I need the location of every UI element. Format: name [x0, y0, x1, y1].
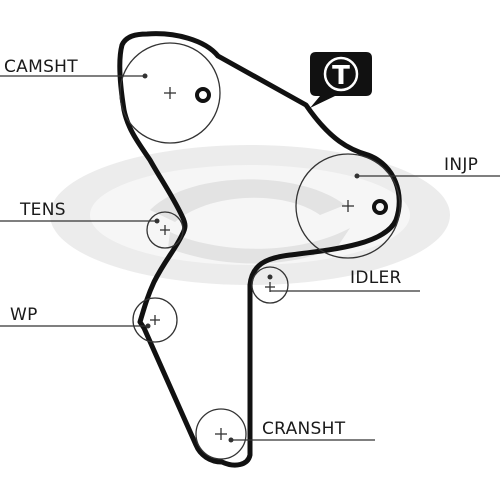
crankshaft-label: CRANSHT — [262, 419, 346, 439]
camshaft-timing-mark-icon — [195, 87, 211, 103]
watermark-logo — [50, 145, 450, 285]
tensioner-pulley — [0, 211, 184, 249]
injection-pump-pulley — [295, 153, 500, 259]
camshaft-pulley — [0, 42, 221, 144]
injection-pump-label: INJP — [444, 155, 478, 175]
water-pump-pulley — [0, 297, 178, 343]
crankshaft-pulley — [195, 408, 375, 460]
timing-belt — [117, 31, 402, 468]
camshaft-label: CAMSHT — [4, 57, 78, 77]
tensioner-label: TENS — [19, 200, 66, 220]
idler-label: IDLER — [350, 268, 402, 288]
badge-letter: T — [332, 61, 350, 91]
idler-pulley — [251, 266, 420, 304]
tensioner-badge-icon: T — [310, 52, 372, 108]
injection-pump-timing-mark-icon — [372, 199, 388, 215]
water-pump-label: WP — [10, 305, 38, 325]
